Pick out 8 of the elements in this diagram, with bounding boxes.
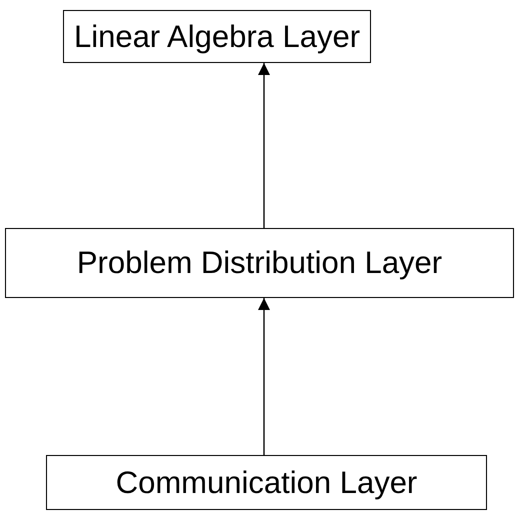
layer-box [5,228,514,298]
layer-label: Problem Distribution Layer [76,245,442,281]
layer-label: Linear Algebra Layer [74,18,360,54]
arrow [258,63,270,228]
layer-box [46,455,487,510]
layer-box [63,10,371,63]
layer-label: Communication Layer [116,464,418,500]
arrow [258,298,270,455]
